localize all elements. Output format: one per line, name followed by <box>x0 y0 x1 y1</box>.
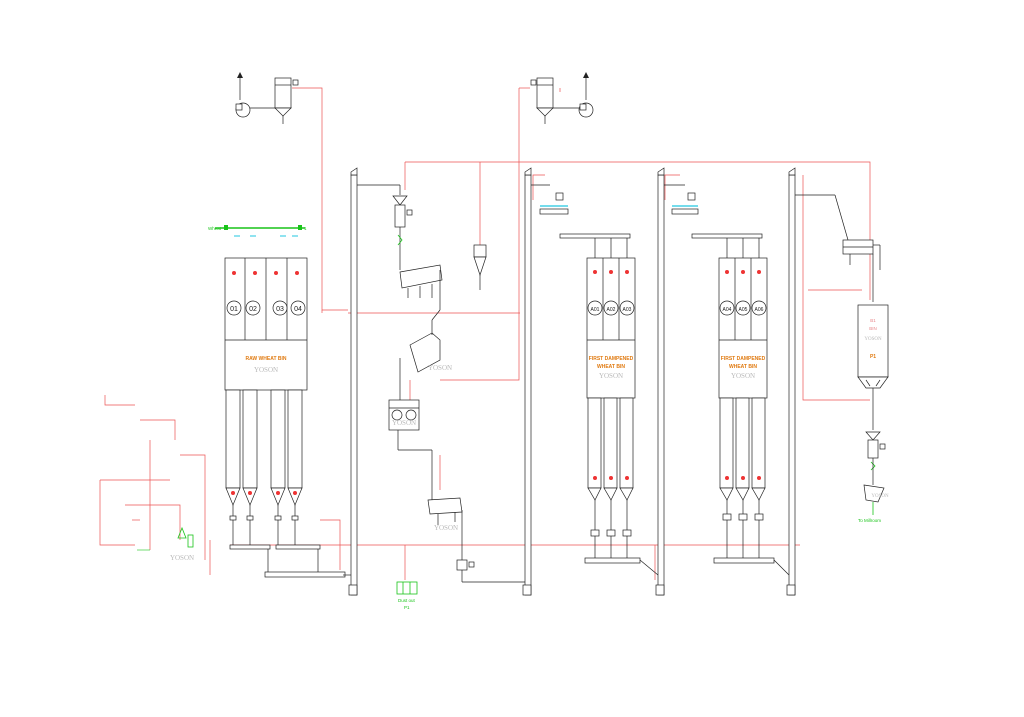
left-aux-equipment: YOSON <box>137 526 194 562</box>
dampened-bin-1-watermark: YOSON <box>599 372 623 380</box>
bin-a02-label: A02 <box>607 307 616 313</box>
bin-02-label: 02 <box>249 306 257 313</box>
bin-a05-label: A05 <box>739 307 748 313</box>
bin-a04-label: A04 <box>723 307 732 313</box>
dust-collector-right <box>530 72 594 124</box>
bucket-elevators <box>343 167 796 596</box>
dampened-bin-1-title-1: FIRST DAMPENED <box>589 356 634 362</box>
final-bin-watermark: YOSON <box>864 337 882 342</box>
intake-label: Wheat <box>208 226 222 231</box>
bin-02-tag <box>245 300 261 316</box>
to-millroom-label: To Millroom <box>858 518 881 523</box>
dampened-bin-2-title-2: WHEAT BIN <box>729 364 757 370</box>
bin-03-tag <box>272 300 288 316</box>
final-bin-line1: B1 <box>870 318 876 323</box>
final-bin-section: B1 BIN YOSON P1 YOSON To Millroom <box>795 194 889 523</box>
raw-wheat-watermark: YOSON <box>254 366 278 374</box>
dampened-bin-2-title-1: FIRST DAMPENED <box>721 356 766 362</box>
dampened-bin-2-watermark: YOSON <box>731 372 755 380</box>
dust-out-label: Dust out <box>398 598 416 603</box>
sorter-watermark: YOSON <box>392 419 416 427</box>
final-watermark: YOSON <box>871 494 889 499</box>
dust-out: Dust out P1 <box>396 581 418 610</box>
bin-01-label: 01 <box>230 306 238 313</box>
dust-out-code: P1 <box>404 605 410 610</box>
left-watermark: YOSON <box>170 554 194 562</box>
bin-a03-label: A03 <box>623 307 632 313</box>
dampener-watermark: YOSON <box>434 524 458 532</box>
intake-tag: 1 <box>304 226 307 231</box>
bin-01-tag <box>226 300 242 316</box>
bin-03-label: 03 <box>276 306 284 313</box>
bin-04-tag <box>290 300 306 316</box>
bin-04-label: 04 <box>294 306 302 313</box>
raw-wheat-bin-title: RAW WHEAT BIN <box>245 356 286 362</box>
dampened-bin-group-1: A01 A02 A03 FIRST DAMPENED WHEAT BIN YOS… <box>531 184 659 576</box>
scourer-watermark: YOSON <box>428 364 452 372</box>
wheat-intake: Wheat 1 <box>208 225 307 237</box>
bin-a06-label: A06 <box>755 307 764 313</box>
red-piping <box>99 87 871 580</box>
dampened-bin-1-title-2: WHEAT BIN <box>597 364 625 370</box>
bin-a01-label: A01 <box>591 307 600 313</box>
cleaning-equipment: YOSON YOSON YOSON <box>388 195 525 583</box>
final-bin-code: P1 <box>870 354 876 360</box>
dust-collector-left <box>235 72 299 124</box>
dampened-bin-group-2: A04 A05 A06 FIRST DAMPENED WHEAT BIN YOS… <box>664 184 790 576</box>
raw-wheat-bin-group: 01 02 03 04 RAW WHEAT BIN YOSON <box>224 257 346 578</box>
final-bin-line2: BIN <box>869 326 877 331</box>
